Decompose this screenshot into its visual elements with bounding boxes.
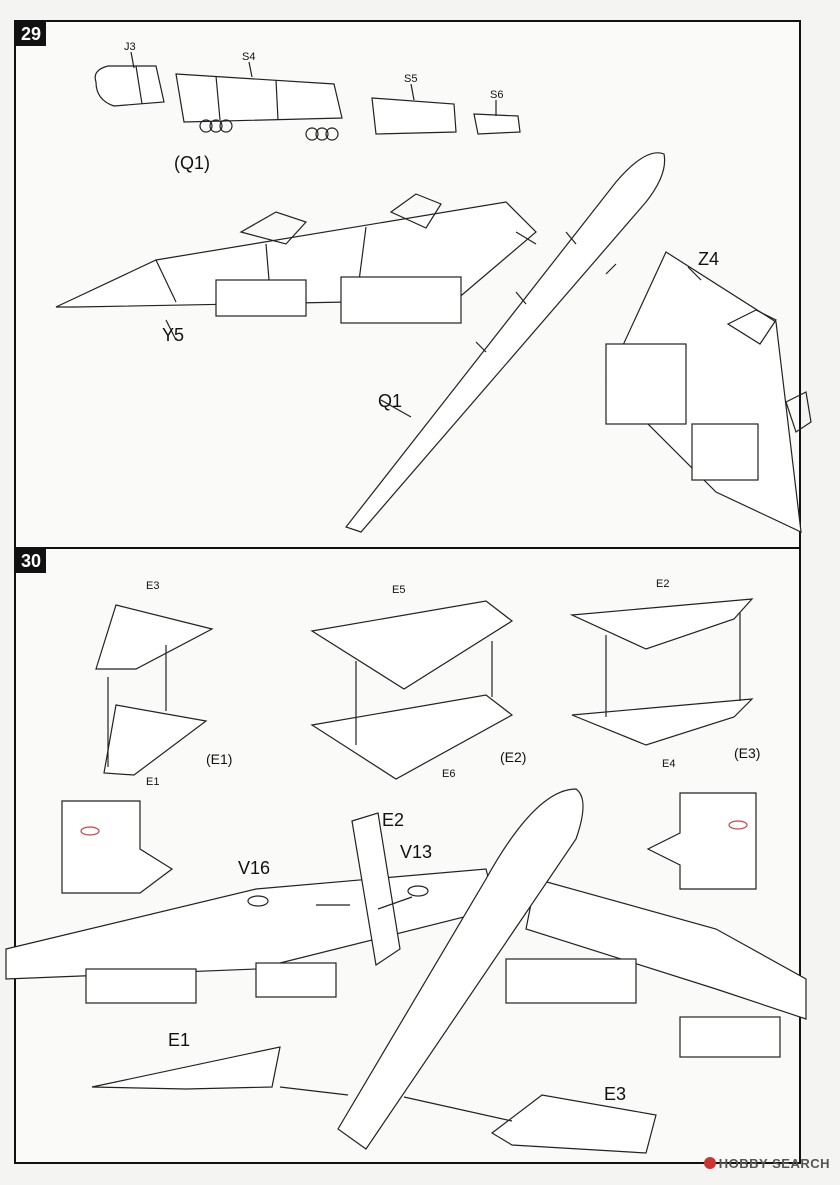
part-label-y5: Y5 <box>162 325 185 345</box>
part-label-e3-top: E3 <box>146 580 160 592</box>
part-label-z4: Z4 <box>698 249 720 269</box>
part-label-e1-stabilizer: E1 <box>168 1030 191 1050</box>
subassembly-ref-e3: (E3) <box>734 745 761 761</box>
watermark-text: HOBBY SEARCH <box>718 1156 830 1171</box>
part-label-e6-bottom: E6 <box>442 768 456 780</box>
subassembly-ref-e2: (E2) <box>500 749 527 765</box>
part-label-e3-stabilizer: E3 <box>604 1084 627 1104</box>
part-label-q1: Q1 <box>378 391 403 411</box>
part-label-j3: J3 <box>124 41 136 53</box>
part-label-s6: S6 <box>490 89 504 101</box>
step-30-panel: 30 <box>5 547 807 1164</box>
hobby-search-logo-icon <box>703 1157 716 1169</box>
part-label-e4-bottom: E4 <box>662 758 676 770</box>
step-number: 29 <box>16 22 46 46</box>
step-number: 30 <box>16 549 46 573</box>
source-watermark: HOBBY SEARCH <box>703 1156 830 1171</box>
step-29-drawing <box>55 51 812 534</box>
subassembly-ref-e1: (E1) <box>206 751 233 767</box>
part-label-s4: S4 <box>242 51 256 63</box>
subassembly-ref-q1: (Q1) <box>174 153 210 173</box>
step-30-drawing <box>5 598 807 1154</box>
part-label-s5: S5 <box>404 73 418 85</box>
step-29-panel: 29 <box>14 20 812 549</box>
part-label-e5-top: E5 <box>392 584 406 596</box>
part-label-e1-bottom: E1 <box>146 776 160 788</box>
part-label-v16: V16 <box>238 858 271 878</box>
part-label-tail-e2: E2 <box>382 810 405 830</box>
part-label-e2-top: E2 <box>656 578 670 590</box>
part-label-v13: V13 <box>400 842 433 862</box>
